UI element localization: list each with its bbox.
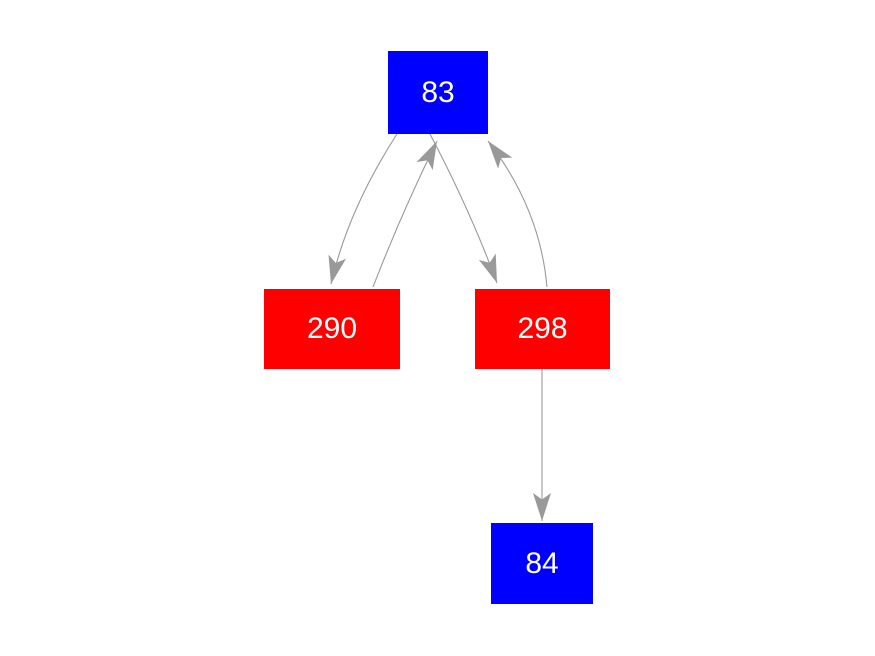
graph-node-83[interactable]: 83 <box>388 51 488 134</box>
graph-node-84[interactable]: 84 <box>491 523 593 604</box>
edge-290-to-83[interactable] <box>372 140 438 288</box>
graph-node-298[interactable]: 298 <box>475 289 610 369</box>
node-label: 84 <box>525 546 559 580</box>
node-label: 298 <box>517 312 568 345</box>
graph-node-290[interactable]: 290 <box>264 289 400 369</box>
node-label: 83 <box>421 75 455 109</box>
edge-83-to-298[interactable] <box>429 133 498 284</box>
node-label: 290 <box>306 312 358 345</box>
edge-83-to-290[interactable] <box>328 133 398 285</box>
edge-298-to-83[interactable] <box>487 140 548 288</box>
